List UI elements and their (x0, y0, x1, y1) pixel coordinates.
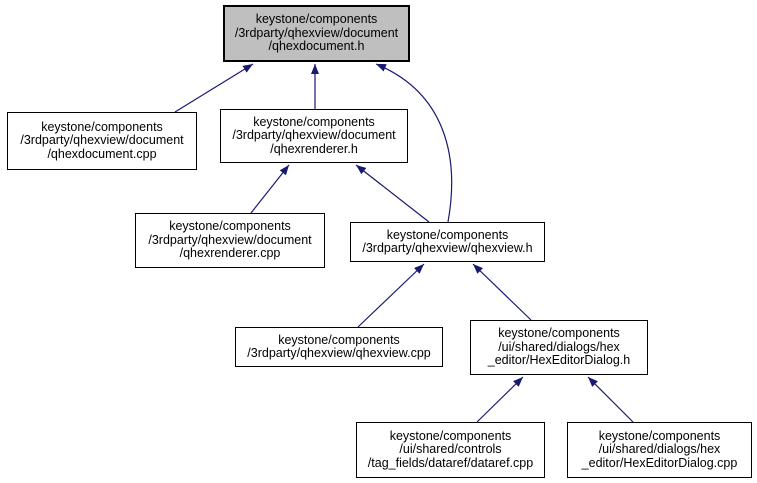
edge-qhexdocument-cpp-to-qhexdocument-h (174, 63, 254, 113)
edge-qhexview-cpp-to-qhexview-h (357, 263, 425, 328)
node-qhexdocument-h: keystone/components /3rdparty/qhexview/d… (223, 5, 410, 62)
node-qhexdocument-cpp[interactable]: keystone/components /3rdparty/qhexview/d… (7, 112, 197, 170)
edge-qhexview-h-to-qhexdocument-h (375, 63, 453, 223)
node-qhexview-cpp[interactable]: keystone/components /3rdparty/qhexview/q… (235, 327, 443, 367)
edge-qhexview-h-to-qhexrenderer-h (355, 164, 430, 223)
node-dataref-cpp[interactable]: keystone/components /ui/shared/controls … (356, 422, 545, 478)
edge-hexeditordialog-h-to-qhexview-h (472, 263, 532, 321)
edge-qhexrenderer-cpp-to-qhexrenderer-h (250, 164, 290, 214)
edge-hexeditordialog-cpp-to-hexeditordialog-h (587, 376, 634, 423)
edge-dataref-cpp-to-hexeditordialog-h (476, 376, 524, 423)
node-qhexrenderer-h[interactable]: keystone/components /3rdparty/qhexview/d… (220, 109, 408, 163)
node-qhexrenderer-cpp[interactable]: keystone/components /3rdparty/qhexview/d… (135, 213, 325, 268)
node-hexeditordialog-cpp[interactable]: keystone/components /ui/shared/dialogs/h… (567, 422, 752, 478)
node-qhexview-h[interactable]: keystone/components /3rdparty/qhexview/q… (350, 222, 545, 262)
node-hexeditordialog-h[interactable]: keystone/components /ui/shared/dialogs/h… (470, 320, 648, 375)
